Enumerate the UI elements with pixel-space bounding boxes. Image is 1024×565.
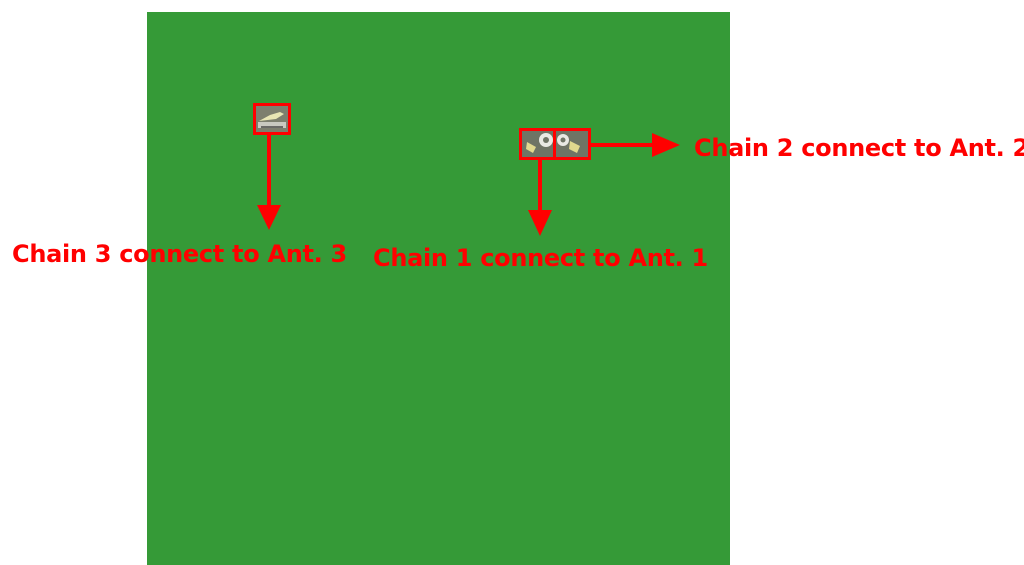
chain1-connector-icon xyxy=(519,128,556,160)
circuit-board xyxy=(147,12,730,565)
chain2-connector-icon xyxy=(553,128,591,160)
chain3-connector-icon xyxy=(253,103,291,135)
chain1-label: Chain 1 connect to Ant. 1 xyxy=(373,244,708,272)
chain2-label: Chain 2 connect to Ant. 2 xyxy=(694,134,1024,162)
chain3-label: Chain 3 connect to Ant. 3 xyxy=(12,240,347,268)
